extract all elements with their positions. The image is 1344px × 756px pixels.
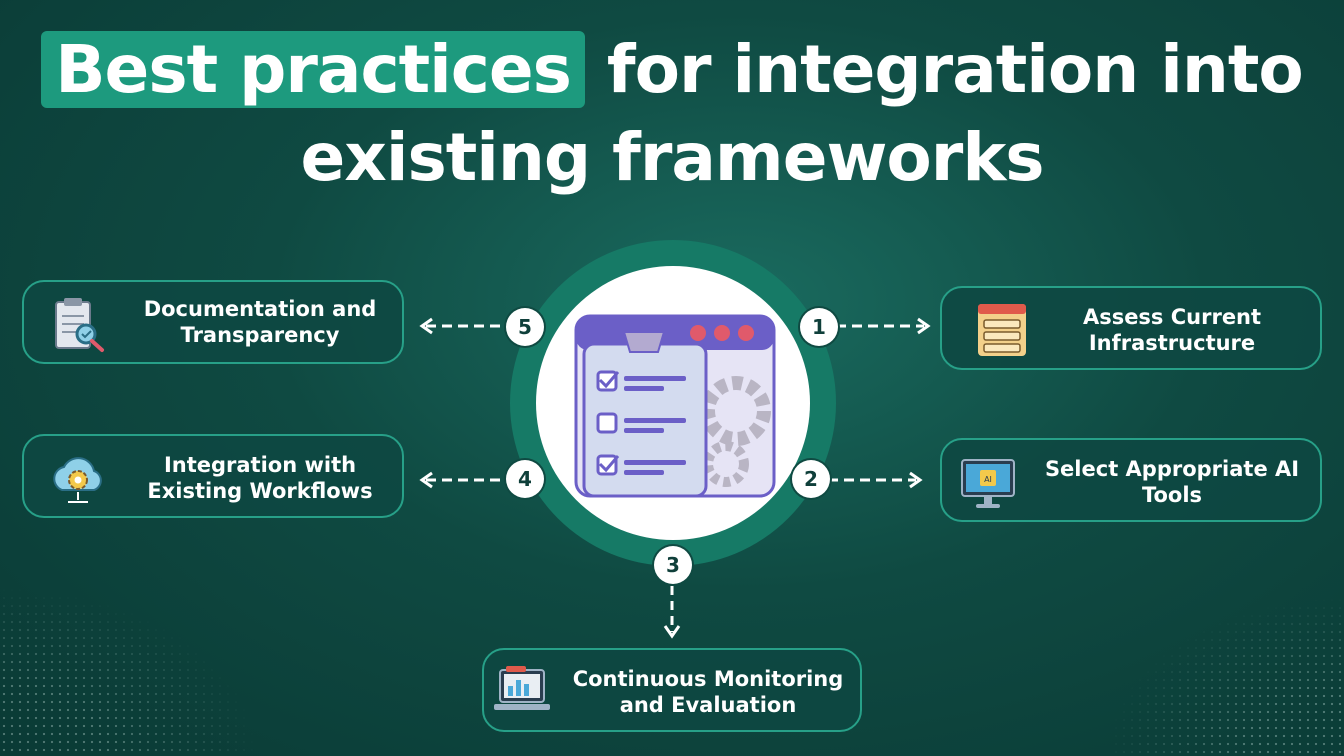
step-badge-2: 2 [792, 460, 830, 498]
step-label-3: Continuous Monitoring and Evaluation [572, 667, 844, 717]
step-badge-5: 5 [506, 308, 544, 346]
step-label-4: Integration with Existing Workflows [147, 453, 373, 503]
step-badge-1: 1 [800, 308, 838, 346]
step-badge-4: 4 [506, 460, 544, 498]
dot-pattern-right [1104, 596, 1344, 756]
title-highlight: Best practices [41, 31, 585, 108]
step-badge-3: 3 [654, 546, 692, 584]
step-card-2: AI Select Appropriate AI Tools [940, 438, 1322, 522]
title-line-1-rest: for integration into [606, 31, 1304, 108]
arrow-step-3 [663, 586, 681, 639]
step-label-2: Select Appropriate AI Tools [1044, 457, 1300, 507]
step-card-4: Integration with Existing Workflows [22, 434, 404, 518]
step-label-1: Assess Current Infrastructure [1082, 305, 1262, 355]
svg-text:AI: AI [984, 475, 992, 484]
dot-pattern-left [0, 586, 260, 756]
server-rack-icon [978, 304, 1026, 356]
step-card-1: Assess Current Infrastructure [940, 286, 1322, 370]
title-line-2: existing frameworks [300, 119, 1045, 196]
step-card-5: Documentation and Transparency [22, 280, 404, 364]
laptop-analytics-icon [494, 666, 550, 710]
step-card-3: Continuous Monitoring and Evaluation [482, 648, 862, 732]
arrow-step-1 [836, 317, 931, 335]
step-label-5: Documentation and Transparency [143, 297, 377, 347]
arrow-step-5 [419, 317, 514, 335]
arrow-step-2 [828, 471, 923, 489]
checklist-window-icon [574, 314, 776, 498]
title-line-1: Best practices for integration into [0, 30, 1344, 110]
cloud-gear-icon [53, 457, 102, 503]
ai-monitor-icon: AI [961, 459, 1015, 508]
clipboard-search-icon [55, 298, 104, 352]
arrow-step-4 [419, 471, 514, 489]
hub-circle [536, 266, 810, 540]
